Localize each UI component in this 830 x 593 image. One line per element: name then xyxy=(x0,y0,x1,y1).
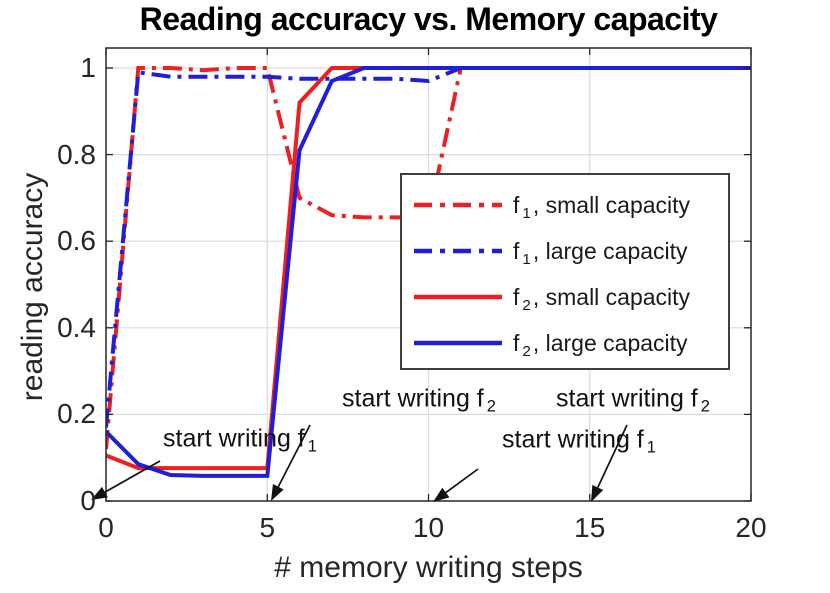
label-base: start writing f xyxy=(342,384,484,413)
x-tick-label: 15 xyxy=(574,512,606,543)
label-subscript: 1 xyxy=(646,438,656,457)
arrow-shaft xyxy=(445,468,479,494)
label-base: f xyxy=(513,329,520,356)
label-base: f xyxy=(513,283,520,310)
arrow-shaft xyxy=(597,424,628,488)
label-subscript: 1 xyxy=(522,204,531,222)
x-tick-label: 20 xyxy=(735,512,767,543)
y-tick-label: 0 xyxy=(80,485,96,516)
x-tick-label: 5 xyxy=(259,512,276,543)
label-rest: , small capacity xyxy=(532,191,691,218)
label-base: f xyxy=(513,191,520,218)
legend-line-sample xyxy=(414,248,502,254)
label-subscript: 2 xyxy=(486,397,496,416)
x-tick-label: 10 xyxy=(412,512,445,543)
label-subscript: 1 xyxy=(522,250,531,268)
x-axis-label: # memory writing steps xyxy=(274,551,583,584)
y-tick-label: 0.6 xyxy=(57,225,96,257)
arrow-head xyxy=(591,484,604,502)
label-base: start writing f xyxy=(163,424,305,453)
arrow-head xyxy=(271,484,284,501)
label-subscript: 1 xyxy=(307,437,317,456)
label-base: start writing f xyxy=(502,425,644,454)
legend-line-sample xyxy=(414,202,502,208)
y-tick-label: 0.4 xyxy=(57,311,96,343)
label-base: start writing f xyxy=(556,384,698,413)
y-tick-label: 1 xyxy=(80,52,96,83)
arrow-shaft xyxy=(277,424,311,488)
arrow-head xyxy=(433,487,450,502)
arrow-shaft xyxy=(104,460,161,493)
label-base: f xyxy=(513,237,520,264)
label-subscript: 2 xyxy=(522,296,531,314)
y-axis-label: reading accuracy xyxy=(16,172,49,402)
label-subscript: 2 xyxy=(522,342,531,360)
x-tick-label: 0 xyxy=(98,512,114,543)
y-tick-label: 0.8 xyxy=(57,138,96,170)
label-rest: , small capacity xyxy=(532,283,691,310)
annotation-arrows xyxy=(91,424,628,502)
label-rest: , large capacity xyxy=(532,237,688,264)
series-line-4 xyxy=(106,66,751,478)
label-rest: , large capacity xyxy=(532,329,688,356)
legend-line-sample xyxy=(414,294,502,300)
label-subscript: 2 xyxy=(700,397,710,416)
arrow-head xyxy=(91,486,108,500)
legend-line-sample xyxy=(414,340,502,346)
y-tick-label: 0.2 xyxy=(57,398,96,430)
chart-title: Reading accuracy vs. Memory capacity xyxy=(139,1,718,37)
